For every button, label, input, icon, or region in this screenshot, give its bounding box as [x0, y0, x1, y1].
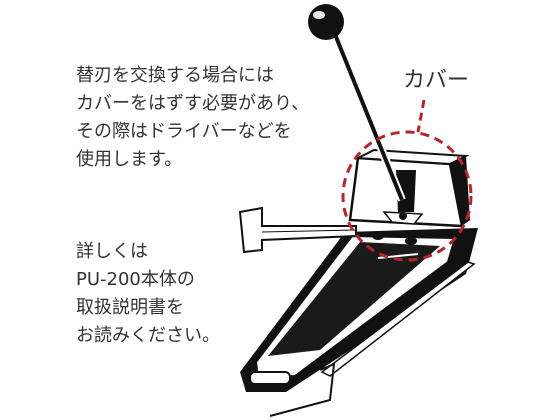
cover-label: カバー — [403, 68, 470, 93]
instructions-line: 替刃を交換する場合には — [76, 65, 274, 86]
punch-base — [240, 228, 478, 417]
instructions-text: 替刃を交換する場合には カバーをはずす必要があり、 その際はドライバーなどを 使… — [76, 62, 309, 174]
reference-line: PU-200本体の — [76, 269, 195, 290]
handle-lever — [308, 4, 406, 202]
instructions-line: その際はドライバーなどを — [76, 121, 292, 142]
instructions-line: カバーをはずす必要があり、 — [76, 93, 310, 114]
reference-line: 詳しくは — [76, 241, 148, 262]
instructions-line: 使用します。 — [76, 149, 183, 170]
reference-line: お読みください。 — [76, 325, 220, 346]
handle-knob — [308, 4, 344, 40]
reference-text: 詳しくは PU-200本体の 取扱説明書を お読みください。 — [76, 238, 220, 350]
reference-line: 取扱説明書を — [76, 297, 184, 318]
punch-head — [348, 148, 470, 228]
cover-callout — [341, 99, 473, 262]
